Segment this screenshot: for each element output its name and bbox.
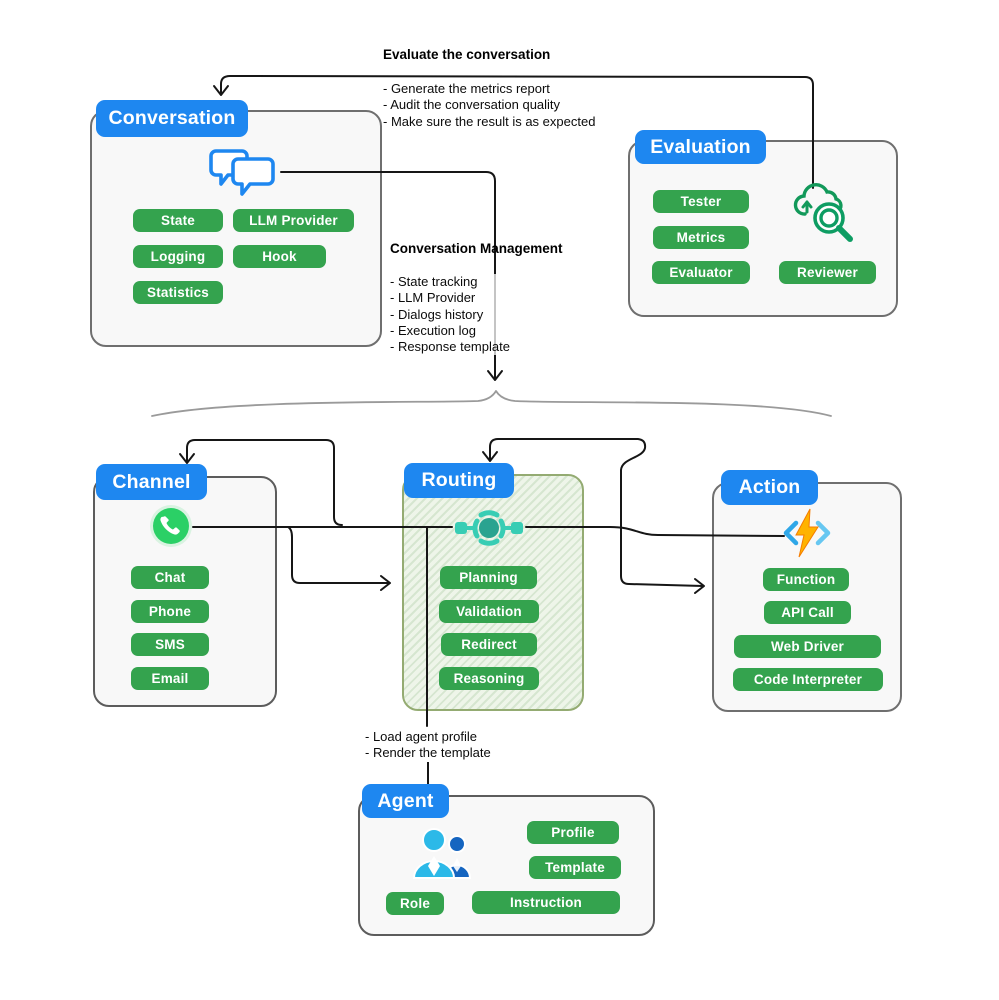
arrowhead-into-channel (179, 453, 195, 464)
arrowhead-into-conversation (213, 85, 229, 96)
pill-evaluator: Evaluator (652, 261, 750, 284)
pill-reasoning: Reasoning (439, 667, 539, 690)
pill-sms: SMS (131, 633, 209, 656)
pill-hook: Hook (233, 245, 326, 268)
arrowhead-into-brace (487, 370, 503, 381)
arrowhead-into-routing-box (380, 575, 391, 591)
evaluate-conversation-title: Evaluate the conversation (383, 47, 551, 62)
conversation-management-notes: - State tracking - LLM Provider - Dialog… (390, 274, 510, 356)
note-line: - Load agent profile (365, 729, 478, 744)
cloud-search-icon (793, 183, 853, 242)
note-line: - LLM Provider (390, 290, 476, 306)
channel-label: Channel (96, 464, 207, 500)
pill-code-interpreter: Code Interpreter (733, 668, 883, 691)
conversation-title: Conversation (108, 107, 236, 129)
agent-title: Agent (377, 789, 434, 812)
pill-instruction: Instruction (472, 891, 620, 914)
chat-bubbles-icon (209, 149, 275, 196)
routing-label: Routing (404, 463, 514, 498)
note-line: - Generate the metrics report (383, 81, 550, 96)
pill-logging: Logging (133, 245, 223, 268)
fanout-brace (151, 390, 832, 417)
code-lightning-icon (783, 508, 831, 558)
channel-title: Channel (112, 470, 191, 493)
note-line: - Dialogs history (390, 306, 484, 322)
whatsapp-icon (150, 505, 192, 547)
pill-web-driver: Web Driver (734, 635, 881, 658)
pill-role: Role (386, 892, 444, 915)
pill-phone: Phone (131, 600, 209, 623)
pill-statistics: Statistics (133, 281, 223, 304)
pill-llm-provider: LLM Provider (233, 209, 354, 232)
agent-label: Agent (362, 784, 449, 818)
conversation-label: Conversation (96, 100, 248, 137)
agent-load-notes: - Load agent profile - Render the templa… (365, 729, 491, 762)
action-label: Action (721, 470, 818, 505)
pill-chat: Chat (131, 566, 209, 589)
note-line: - State tracking (390, 274, 478, 289)
pill-tester: Tester (653, 190, 749, 213)
pill-reviewer: Reviewer (779, 261, 876, 284)
evaluation-label: Evaluation (635, 130, 766, 164)
pill-email: Email (131, 667, 209, 690)
pill-state: State (133, 209, 223, 232)
note-line: - Audit the conversation quality (383, 97, 561, 113)
arrowhead-into-action-box (694, 578, 705, 594)
connector-whatsapp-branch-to-routing-box (287, 526, 390, 584)
pill-api-call: API Call (764, 601, 851, 624)
evaluate-conversation-notes: - Generate the metrics report - Audit th… (383, 81, 595, 130)
users-icon (412, 828, 472, 879)
pill-validation: Validation (439, 600, 539, 623)
pill-template: Template (529, 856, 621, 879)
note-line: - Make sure the result is as expected (383, 113, 596, 129)
action-title: Action (738, 476, 801, 498)
note-line: - Response template (390, 339, 510, 355)
process-hub-icon (455, 510, 523, 546)
note-line: - Render the template (365, 745, 491, 761)
evaluation-title: Evaluation (650, 135, 751, 158)
conversation-management-title: Conversation Management (390, 241, 563, 256)
arrowhead-into-routing-label (482, 451, 498, 462)
pill-function: Function (763, 568, 849, 591)
pill-profile: Profile (527, 821, 619, 844)
pill-redirect: Redirect (441, 633, 537, 656)
note-line: - Execution log (390, 322, 476, 338)
pill-planning: Planning (440, 566, 537, 589)
routing-title: Routing (421, 469, 497, 491)
pill-metrics: Metrics (653, 226, 749, 249)
